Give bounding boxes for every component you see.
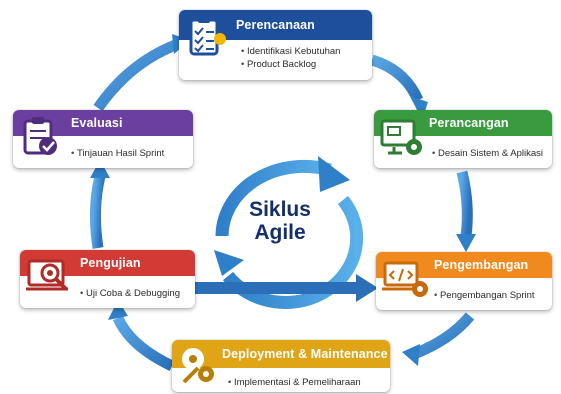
arrow-pengujian-to-pengembangan	[190, 274, 378, 302]
center-title-line1: Siklus	[249, 198, 311, 221]
laptop-bug-magnifier-icon	[24, 254, 78, 302]
stage-item: Identifikasi Kebutuhan	[241, 45, 340, 58]
stage-card-pengujian: Pengujian Uji Coba & Debugging	[20, 250, 195, 308]
stage-items-evaluasi: Tinjauan Hasil Sprint	[71, 147, 164, 160]
stage-card-perancangan: Perancangan Desain Sistem & Aplikasi	[374, 110, 552, 168]
stage-items-perencanaan: Identifikasi Kebutuhan Product Backlog	[241, 45, 340, 71]
stage-card-deployment: Deployment & Maintenance Implementasi & …	[172, 340, 390, 392]
clipboard-check-icon	[17, 114, 67, 162]
stage-title-evaluasi: Evaluasi	[71, 116, 123, 130]
arrow-perencanaan-to-perancangan	[370, 54, 424, 103]
stage-items-pengembangan: Pengembangan Sprint	[434, 289, 535, 302]
checklist-clipboard-icon	[183, 13, 233, 63]
code-laptop-gear-icon	[380, 256, 432, 304]
arrow-deployment-to-pengujian	[112, 315, 175, 371]
center-swirl-arrowheads	[214, 156, 350, 276]
stage-item: Implementasi & Pemeliharaan	[228, 376, 361, 389]
arrow-perancangan-to-pengembangan	[456, 170, 473, 237]
stage-title-deployment: Deployment & Maintenance	[222, 347, 388, 361]
stage-items-pengujian: Uji Coba & Debugging	[80, 287, 180, 300]
stage-title-perencanaan: Perencanaan	[236, 18, 315, 32]
stage-title-pengembangan: Pengembangan	[434, 258, 529, 272]
outer-cycle-arrows	[89, 38, 475, 371]
stage-card-perencanaan: Perencanaan Identifikasi Kebutuhan Produ…	[179, 10, 372, 80]
stage-items-perancangan: Desain Sistem & Aplikasi	[432, 147, 543, 160]
stage-title-perancangan: Perancangan	[429, 116, 509, 130]
arrow-evaluasi-to-perencanaan	[93, 38, 180, 112]
gears-wrench-icon	[176, 342, 222, 390]
stage-item: Tinjauan Hasil Sprint	[71, 147, 164, 160]
outer-cycle-arrowheads	[90, 34, 476, 366]
stage-item: Uji Coba & Debugging	[80, 287, 180, 300]
stage-card-evaluasi: Evaluasi Tinjauan Hasil Sprint	[13, 110, 193, 168]
arrow-pengujian-to-evaluasi	[89, 174, 106, 249]
stage-item: Pengembangan Sprint	[434, 289, 535, 302]
stage-title-pengujian: Pengujian	[80, 256, 141, 270]
center-title-line2: Agile	[254, 221, 306, 244]
center-title: Siklus Agile	[230, 198, 330, 244]
stage-item: Product Backlog	[241, 58, 340, 71]
arrow-pengembangan-to-deployment	[411, 312, 475, 360]
stage-card-pengembangan: Pengembangan Pengembangan Sprint	[376, 252, 552, 310]
stage-item: Desain Sistem & Aplikasi	[432, 147, 543, 160]
monitor-gear-icon	[378, 114, 428, 162]
stage-items-deployment: Implementasi & Pemeliharaan	[228, 376, 361, 389]
